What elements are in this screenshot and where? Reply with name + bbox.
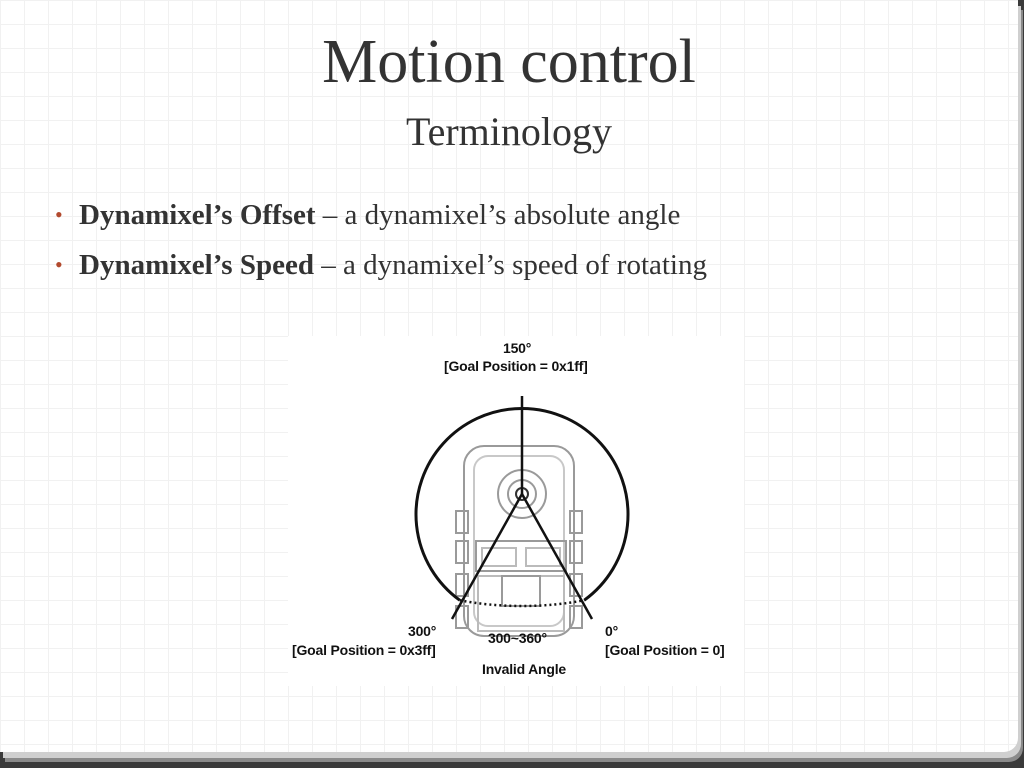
bullet-item-speed: • Dynamixel’s Speed – a dynamixel’s spee… <box>55 243 707 293</box>
label-300-goal: [Goal Position = 0x3ff] <box>292 642 436 658</box>
slide-subtitle: Terminology <box>405 109 613 154</box>
bullet-list: • Dynamixel’s Offset – a dynamixel’s abs… <box>55 193 707 293</box>
label-invalid-angle: Invalid Angle <box>482 661 567 677</box>
dynamixel-diagram-drawing <box>414 396 630 637</box>
label-300-angle: 300° <box>408 623 437 639</box>
invalid-range-arc <box>459 598 585 608</box>
bullet-icon: • <box>55 202 63 227</box>
label-150-angle: 150° <box>503 340 532 356</box>
line-0-deg <box>520 493 594 620</box>
bullet-item-offset: • Dynamixel’s Offset – a dynamixel’s abs… <box>55 193 707 243</box>
bullet-desc: – a dynamixel’s absolute angle <box>315 199 681 231</box>
servo-body <box>455 445 583 637</box>
slide-title: Motion control <box>322 28 696 96</box>
label-invalid-range: 300~360° <box>488 630 547 646</box>
label-0-goal: [Goal Position = 0] <box>605 642 725 658</box>
slide: Motion control Terminology • Dynamixel’s… <box>0 0 1018 752</box>
dynamixel-angle-diagram: 150° [Goal Position = 0x1ff] 300° [Goal … <box>288 336 744 686</box>
bullet-desc: – a dynamixel’s speed of rotating <box>313 249 707 281</box>
line-300-deg <box>450 493 524 620</box>
label-150-goal: [Goal Position = 0x1ff] <box>444 358 588 374</box>
label-0-angle: 0° <box>605 623 618 639</box>
bullet-icon: • <box>55 252 63 277</box>
bullet-term: Dynamixel’s Speed <box>79 249 314 281</box>
bullet-term: Dynamixel’s Offset <box>79 199 316 231</box>
